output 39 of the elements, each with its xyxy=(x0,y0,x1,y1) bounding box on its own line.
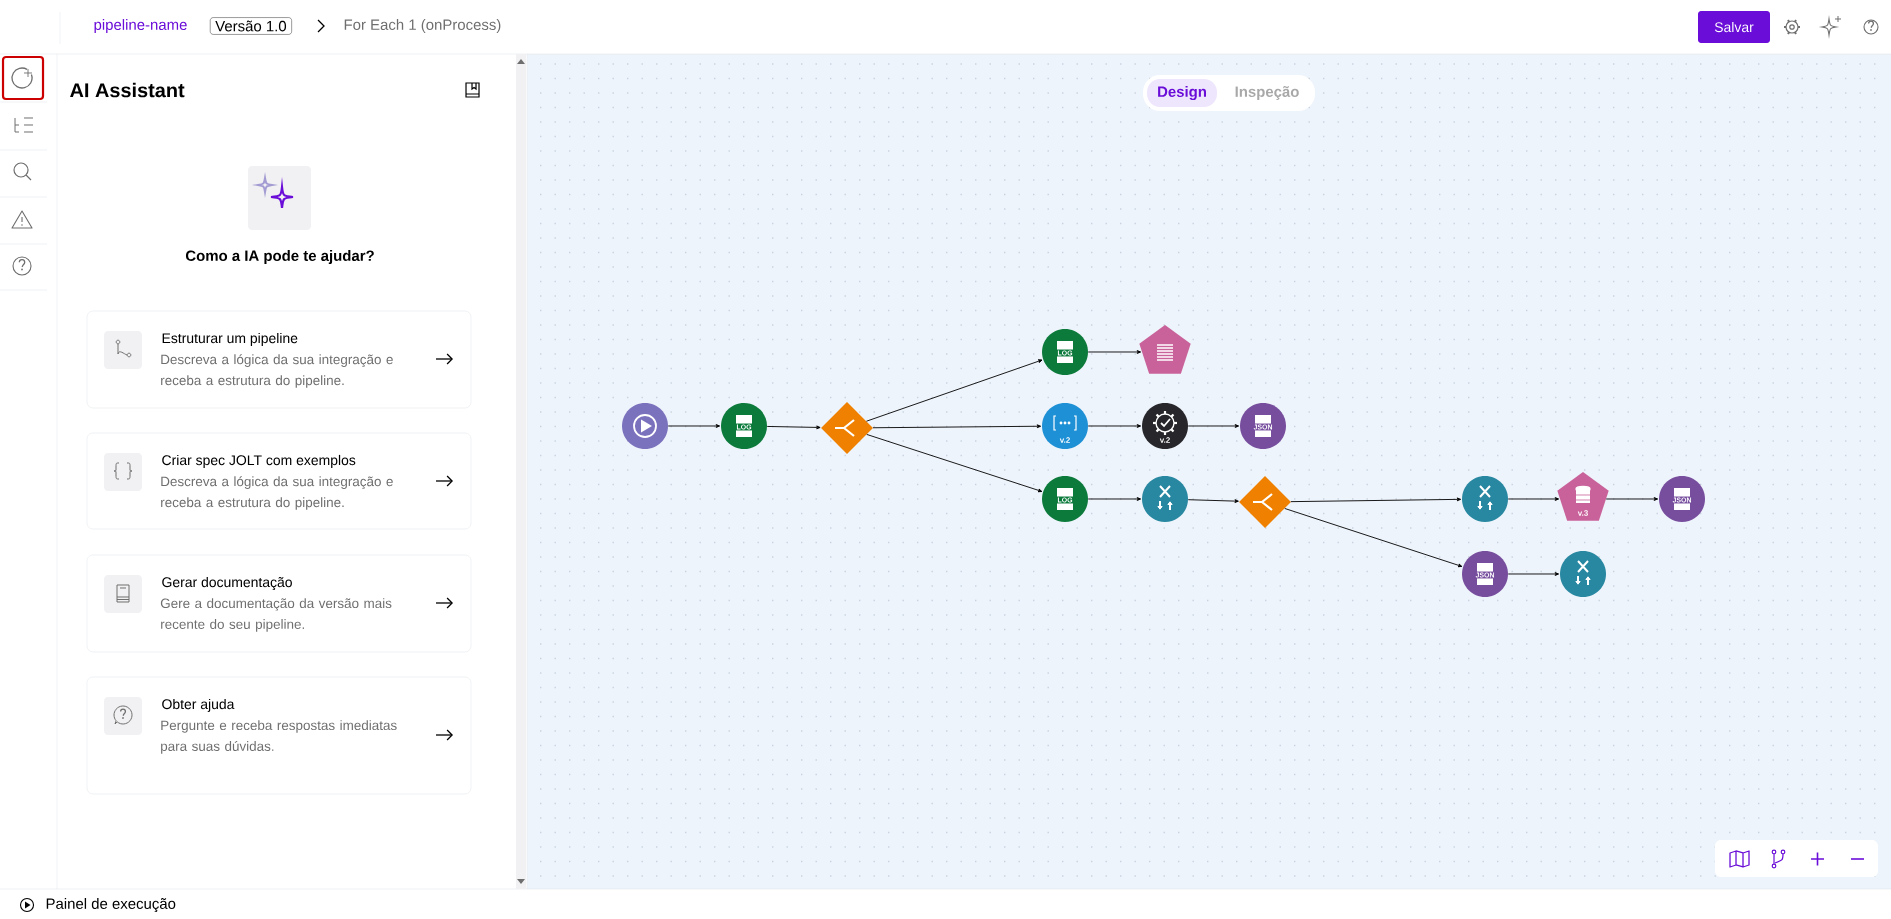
arrow xyxy=(1187,499,1239,503)
active-tab: Design xyxy=(1147,79,1217,107)
arrow xyxy=(766,425,821,430)
card-description: Pergunte e receba respostas imediatas para suas dúvidas. xyxy=(161,720,397,754)
prompt-heading: Como a IA pode te ajudar? xyxy=(185,250,374,264)
arrow xyxy=(1605,497,1659,501)
version-badge: Versão 1.0 xyxy=(210,17,292,35)
arrow xyxy=(872,424,1042,429)
arrow xyxy=(1187,424,1240,428)
arrow xyxy=(1087,424,1142,428)
panel-title: AI Assistant xyxy=(70,82,185,98)
step-circle xyxy=(622,403,668,449)
card-description: Descreva a lógica da sua integração e receba a estrutura do pipeline. xyxy=(161,354,393,388)
arrow xyxy=(1284,508,1463,568)
card-title: Estruturar um pipeline xyxy=(162,332,298,346)
card-title: Gerar documentação xyxy=(162,576,292,590)
step-circle xyxy=(1560,551,1606,597)
decision-diamond xyxy=(821,402,873,454)
pentagon-step xyxy=(1139,325,1191,374)
card-description: Descreva a lógica da sua integração e receba a estrutura do pipeline. xyxy=(161,476,393,510)
save-button: Salvar xyxy=(1698,11,1770,43)
decision-diamond xyxy=(1239,476,1291,528)
card-title: Obter ajuda xyxy=(162,698,235,712)
arrow xyxy=(1087,350,1142,354)
arrow xyxy=(1507,497,1560,501)
step-circle xyxy=(1142,476,1188,522)
step-circle xyxy=(1462,476,1508,522)
arrow xyxy=(1290,497,1462,503)
arrow xyxy=(1087,497,1142,501)
pipeline-name-link: pipeline-name xyxy=(94,19,187,33)
card-title: Criar spec JOLT com exemplos xyxy=(162,454,356,468)
arrow xyxy=(667,424,721,428)
arrow xyxy=(1507,572,1560,576)
tab-label: Inspeção xyxy=(1235,86,1299,100)
breadcrumb: For Each 1 (onProcess) xyxy=(344,19,501,33)
arrow xyxy=(866,359,1043,422)
panel-link: Painel de execução xyxy=(46,898,176,912)
arrow xyxy=(866,434,1043,493)
card-description: Gere a documentação da versão mais recente do seu pipeline. xyxy=(160,598,392,632)
